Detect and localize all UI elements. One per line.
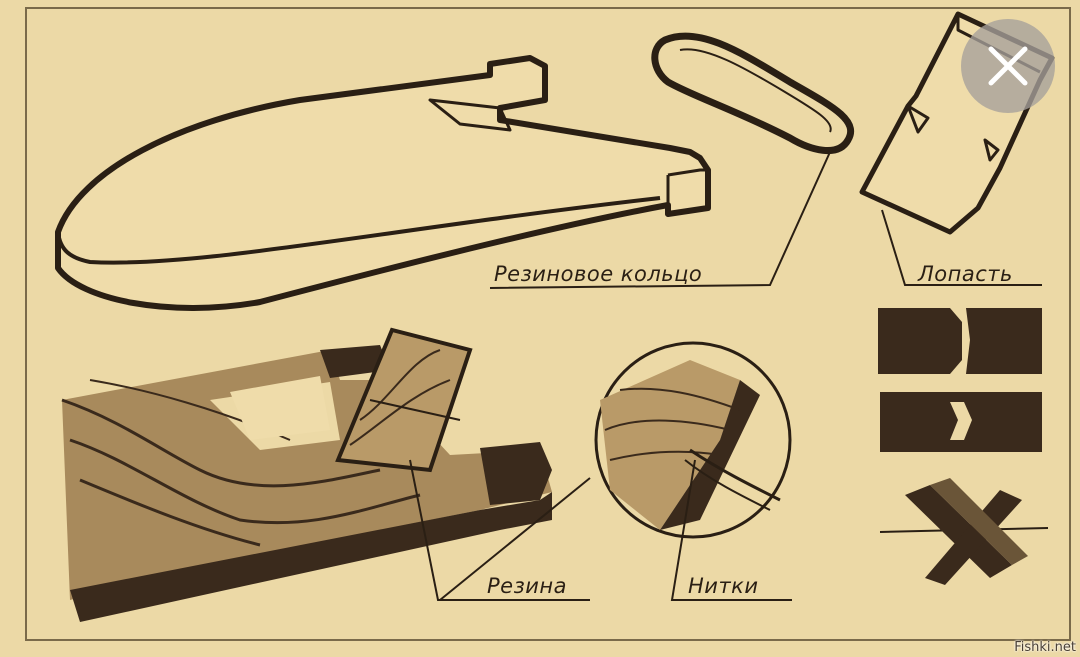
label-rubber: Резина bbox=[487, 574, 567, 598]
drawing-frame bbox=[25, 7, 1071, 641]
leader-lines-bottom bbox=[409, 459, 792, 601]
label-blade: Лопасть bbox=[918, 262, 1013, 286]
leader-lines-top bbox=[489, 151, 1042, 289]
watermark: Fishki.net bbox=[1014, 640, 1076, 655]
boat-hull-drawing bbox=[55, 55, 711, 311]
detail-magnifier bbox=[594, 341, 792, 539]
rubber-ring-drawing bbox=[651, 32, 855, 155]
label-rubber-ring: Резиновое кольцо bbox=[494, 262, 703, 286]
wooden-stern-drawing bbox=[61, 327, 552, 622]
x-blade-drawing bbox=[879, 478, 1049, 585]
close-icon bbox=[988, 46, 1028, 86]
label-threads: Нитки bbox=[688, 574, 759, 598]
close-button[interactable] bbox=[961, 19, 1055, 113]
blade-variants bbox=[878, 308, 1042, 452]
